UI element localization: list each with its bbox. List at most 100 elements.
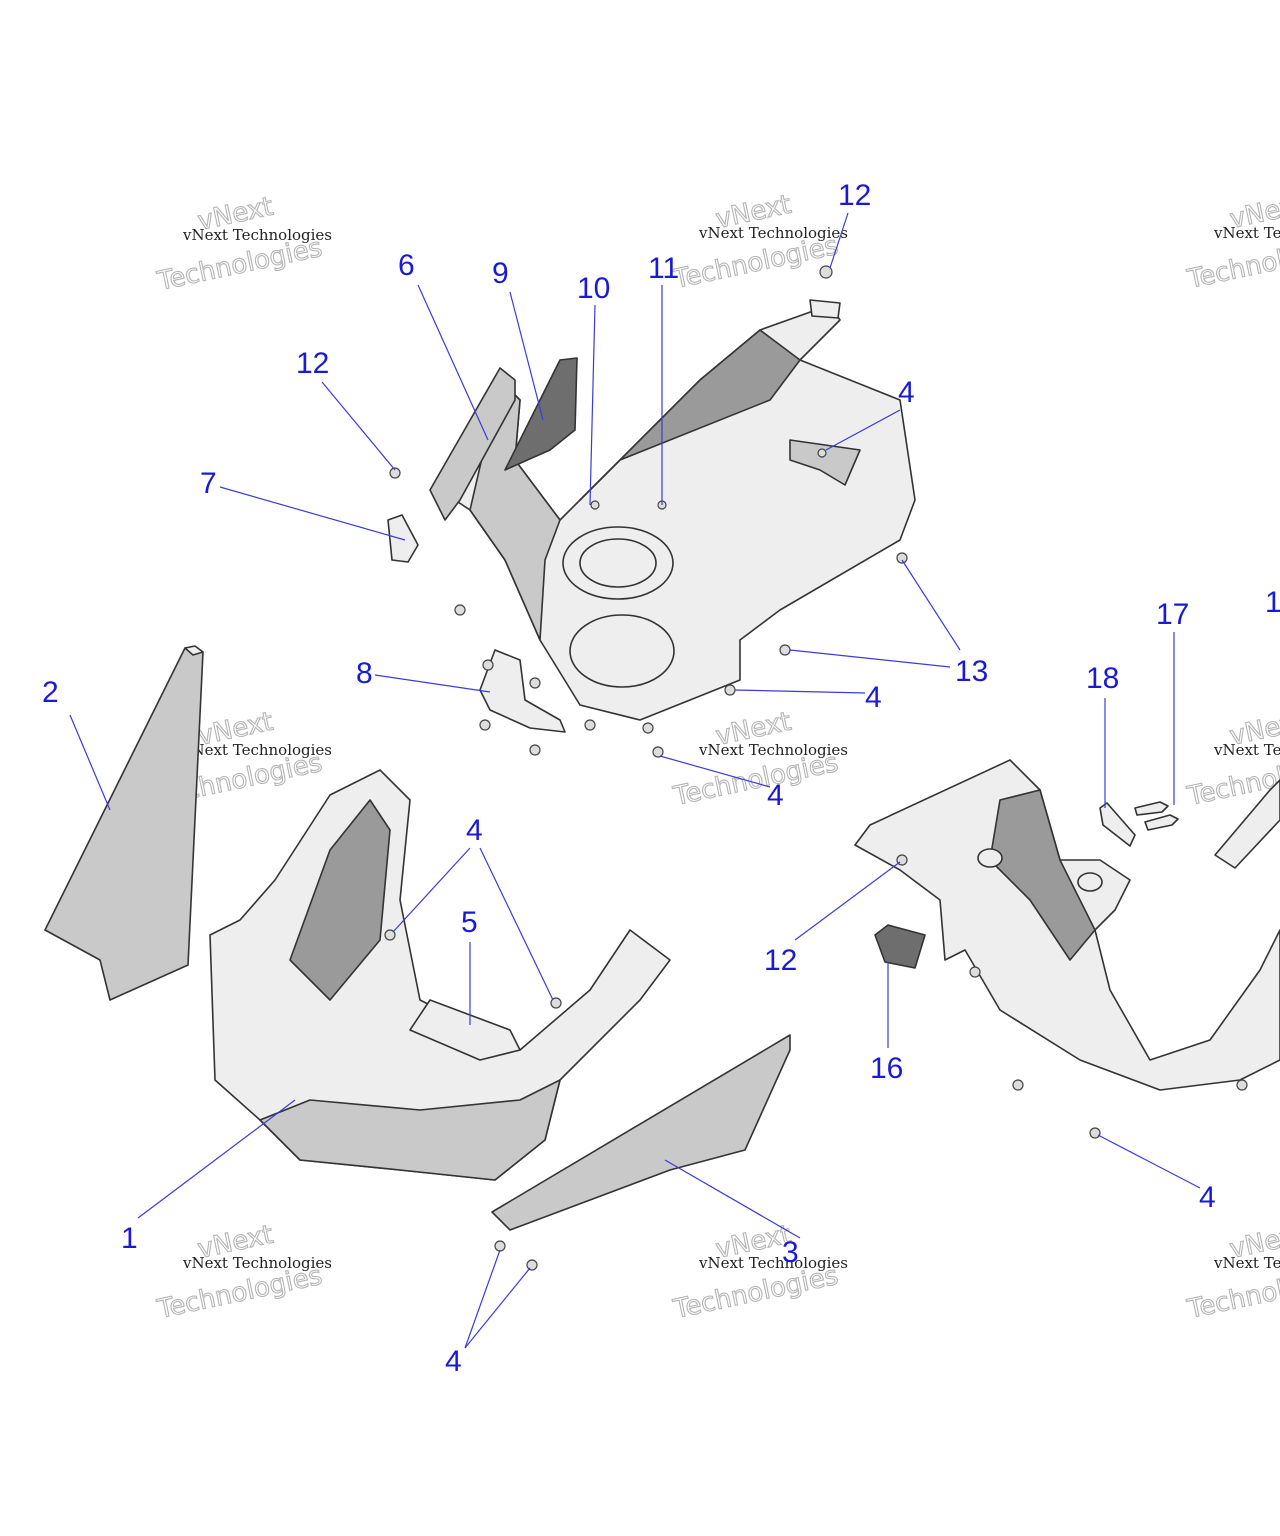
leader-4-bumper-a <box>392 847 471 933</box>
leader-12-left <box>321 381 396 471</box>
part-1-front-bumper <box>209 769 671 1181</box>
bumper-lower-face <box>259 1079 561 1181</box>
frame-edge-part <box>1214 779 1280 869</box>
part-8-bracket <box>479 649 566 733</box>
callout-9: 9 <box>492 257 509 290</box>
leader-1 <box>137 1099 296 1219</box>
watermark-bottom-right: vNext vNext Technologies Technologies <box>1184 1219 1280 1325</box>
leader-10 <box>589 304 596 506</box>
fastener <box>550 997 562 1009</box>
callout-10: 10 <box>577 272 610 305</box>
part-16-block <box>874 924 926 969</box>
fastener <box>1236 1079 1248 1091</box>
fastener <box>969 966 981 978</box>
callout-12-right: 12 <box>764 944 797 977</box>
leader-6 <box>417 284 489 441</box>
part-2-side-panel <box>44 647 204 1001</box>
fastener <box>529 744 541 756</box>
leader-13a <box>901 559 961 651</box>
skid-plate-hole-lower <box>569 614 675 688</box>
fastener <box>896 552 908 564</box>
callout-5: 5 <box>461 906 478 939</box>
fastener <box>529 677 541 689</box>
leader-4-bottom-a <box>464 1249 501 1349</box>
fastener <box>494 1240 506 1252</box>
leader-4-mid <box>734 689 866 694</box>
callout-7: 7 <box>200 467 217 500</box>
skid-plate-tab <box>809 299 841 319</box>
part-18-bracket <box>1099 802 1136 847</box>
skid-plate-cutout <box>789 439 861 486</box>
watermark-top-left: vNext vNext Technologies Technologies <box>154 191 332 297</box>
fastener <box>479 719 491 731</box>
callout-1: 1 <box>121 1222 138 1255</box>
leader-12-right <box>794 861 901 941</box>
callout-18: 18 <box>1086 662 1119 695</box>
part-2-side-panel-edge <box>184 645 204 656</box>
callout-13: 13 <box>955 655 988 688</box>
fastener <box>724 684 736 696</box>
fastener <box>389 467 401 479</box>
callout-4-mid: 4 <box>865 681 882 714</box>
frame-hole <box>1077 872 1103 892</box>
fastener <box>584 719 596 731</box>
callout-2: 2 <box>42 676 59 709</box>
watermark-text: vNext Technologies <box>182 1254 332 1272</box>
fastener <box>526 1259 538 1271</box>
leader-lines <box>69 212 1201 1349</box>
fastener <box>642 722 654 734</box>
callout-11: 11 <box>648 252 679 285</box>
leader-4-center <box>659 755 771 788</box>
callout-4-center: 4 <box>767 779 784 812</box>
leader-4-bumper-b <box>479 847 554 1001</box>
watermark-mid-center: vNext vNext Technologies Technologies <box>670 706 848 812</box>
callout-4-right: 4 <box>1199 1181 1216 1214</box>
watermark-text: vNext Technologies <box>1213 1254 1280 1272</box>
watermark-text: vNext Technologies <box>182 226 332 244</box>
part-6-bracket <box>429 367 516 521</box>
frame-shaded-wall <box>989 789 1096 961</box>
fastener <box>779 644 791 656</box>
callout-3: 3 <box>782 1236 799 1269</box>
watermark-top-center: vNext vNext Technologies Technologies <box>670 189 848 295</box>
watermark-text: vNext Technologies <box>698 1254 848 1272</box>
callout-4-bumper: 4 <box>466 814 483 847</box>
fastener <box>817 448 827 458</box>
fastener <box>482 659 494 671</box>
part-3-side-panel <box>491 1034 791 1231</box>
part-17-rivets <box>1134 801 1179 831</box>
skid-plate-rear-wall <box>579 329 801 501</box>
right-frame <box>854 759 1280 1091</box>
watermark-text: vNext Technologies <box>698 741 848 759</box>
fastener <box>590 500 600 510</box>
rivet <box>1144 814 1179 831</box>
leader-3 <box>664 1159 801 1239</box>
watermark-text: vNext Technologies <box>182 741 332 759</box>
callout-4-top: 4 <box>898 376 915 409</box>
leader-2 <box>69 714 111 811</box>
fastener <box>454 604 466 616</box>
watermark-bottom-center: vNext vNext Technologies Technologies <box>670 1219 848 1325</box>
leader-13b <box>789 649 951 668</box>
watermark-bottom-left: vNext vNext Technologies Technologies <box>154 1219 332 1325</box>
callout-17: 17 <box>1156 598 1189 631</box>
watermark-text: vNext Technologies <box>1213 224 1280 242</box>
leader-4-top <box>825 409 901 451</box>
callout-numbers: 6 9 10 11 12 12 7 8 4 13 4 4 2 4 5 1 3 4… <box>42 179 1280 1378</box>
fastener <box>1089 1127 1101 1139</box>
callout-4-bottom: 4 <box>445 1345 462 1378</box>
leader-9 <box>509 291 544 421</box>
leader-12-top <box>829 212 849 269</box>
watermark-text: vNext Technologies <box>1213 741 1280 759</box>
callout-8: 8 <box>356 657 373 690</box>
fastener <box>819 265 833 279</box>
fastener <box>652 746 664 758</box>
watermark-text: vNext Technologies <box>698 224 848 242</box>
rivet <box>1134 801 1169 816</box>
leader-8 <box>374 674 491 693</box>
frame-hole <box>977 848 1003 868</box>
leader-7 <box>219 486 406 541</box>
fastener <box>384 929 396 941</box>
fastener <box>1012 1079 1024 1091</box>
